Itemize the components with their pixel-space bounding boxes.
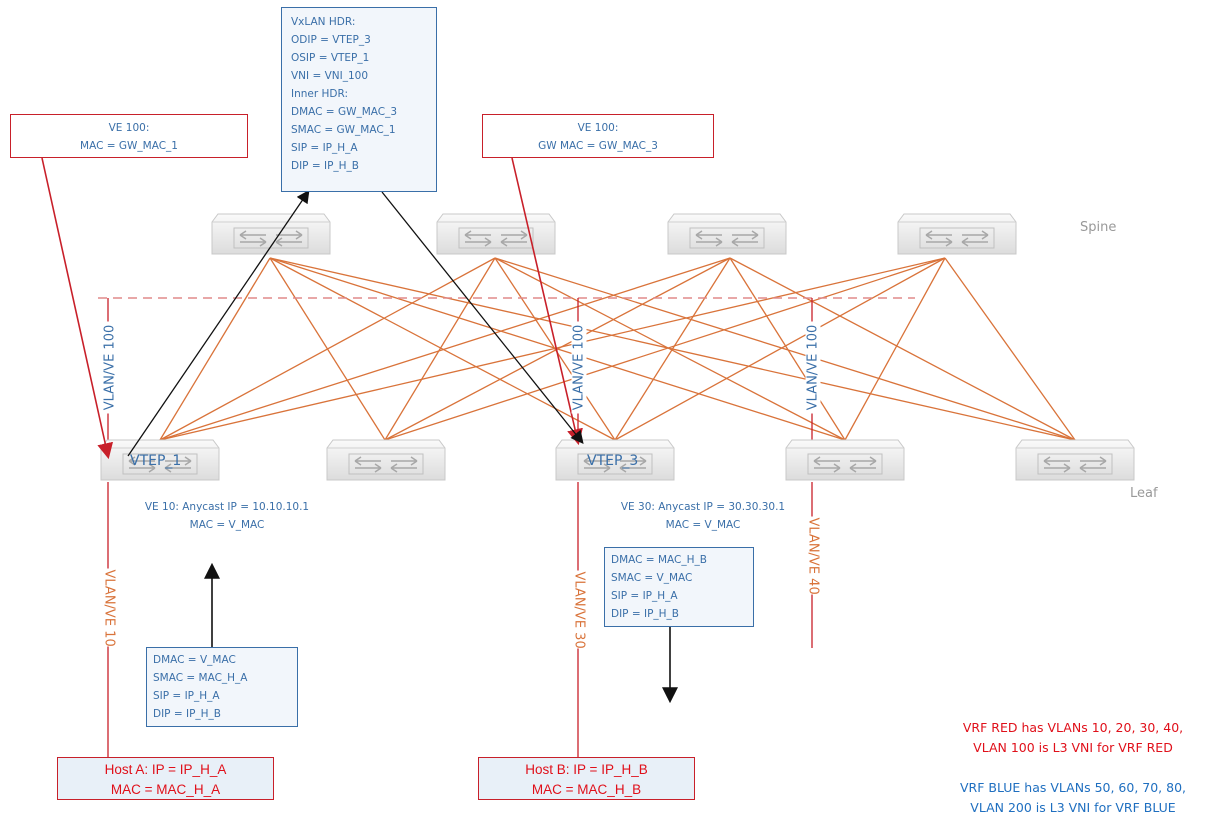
pkt-b-line: SMAC = V_MAC <box>611 572 693 584</box>
pkt-a-line: SIP = IP_H_A <box>153 690 220 702</box>
vlan-ve10-label: VLAN/VE 10 <box>101 568 117 647</box>
vlan-ve100-label-a: VLAN/VE 100 <box>102 321 118 414</box>
ve10-line1: VE 10: Anycast IP = 10.10.10.1 <box>144 501 310 513</box>
link <box>159 257 946 441</box>
spine-switch-4-icon <box>897 213 1017 255</box>
vxlan-line: SIP = IP_H_A <box>291 142 358 154</box>
vtep1-label: VTEP_1 <box>130 453 182 469</box>
host-a-ip: Host A: IP = IP_H_A <box>104 762 227 777</box>
ve10-anycast-label: VE 10: Anycast IP = 10.10.10.1 MAC = V_M… <box>122 498 332 534</box>
link <box>159 257 496 441</box>
vlan-ve40-label: VLAN/VE 40 <box>805 516 821 595</box>
ve10-line2: MAC = V_MAC <box>189 519 265 531</box>
ve100-right-line1: VE 100: <box>577 122 619 134</box>
spine-switch-1-icon <box>211 213 331 255</box>
host-a-mac: MAC = MAC_H_A <box>110 782 221 797</box>
leaf-switch-2-icon <box>326 439 446 481</box>
flow-down-arrow <box>381 191 584 445</box>
link <box>729 257 1076 441</box>
host-b-box: Host B: IP = IP_H_B MAC = MAC_H_B <box>478 757 695 800</box>
vxlan-line: SMAC = GW_MAC_1 <box>291 124 396 136</box>
vxlan-line: OSIP = VTEP_1 <box>291 52 370 64</box>
pkt-a-line: DIP = IP_H_B <box>153 708 222 720</box>
leaf-label: Leaf <box>1130 486 1158 501</box>
host-b-mac: MAC = MAC_H_B <box>531 782 642 797</box>
spine-switch-3-icon <box>667 213 787 255</box>
link <box>384 257 946 441</box>
link <box>844 257 946 441</box>
pkt-host-b-box: DMAC = MAC_H_B SMAC = V_MAC SIP = IP_H_A… <box>604 547 754 627</box>
vxlan-line: VNI = VNI_100 <box>291 70 369 82</box>
spine-label: Spine <box>1080 220 1117 235</box>
pkt-b-line: DIP = IP_H_B <box>611 608 680 620</box>
ve100-left-line1: VE 100: <box>108 122 150 134</box>
fabric-links <box>159 257 1076 441</box>
pkt-a-line: DMAC = V_MAC <box>153 654 236 666</box>
link <box>729 257 846 441</box>
vlan-ve30-label: VLAN/VE 30 <box>571 570 587 649</box>
ve100-left-box: VE 100: MAC = GW_MAC_1 <box>10 114 248 158</box>
ve30-line2: MAC = V_MAC <box>665 519 741 531</box>
vrf-red-line1: VRF RED has VLANs 10, 20, 30, 40, <box>962 720 1184 735</box>
vlan-ve100-label-c: VLAN/VE 100 <box>805 321 821 414</box>
pkt-a-line: SMAC = MAC_H_A <box>153 672 248 684</box>
link <box>494 257 846 441</box>
pkt-host-a-box: DMAC = V_MAC SMAC = MAC_H_A SIP = IP_H_A… <box>146 647 298 727</box>
ve100-left-arrow <box>41 157 114 460</box>
host-b-ip: Host B: IP = IP_H_B <box>525 762 648 777</box>
link <box>384 257 496 441</box>
spine-switch-2-icon <box>436 213 556 255</box>
link <box>269 257 616 441</box>
vxlan-line: ODIP = VTEP_3 <box>291 34 371 46</box>
vrf-blue-note: VRF BLUE has VLANs 50, 60, 70, 80, VLAN … <box>928 778 1218 818</box>
ve30-line1: VE 30: Anycast IP = 30.30.30.1 <box>620 501 786 513</box>
leaf-switch-4-icon <box>785 439 905 481</box>
pkt-b-line: DMAC = MAC_H_B <box>611 554 707 566</box>
ve100-right-line2: GW MAC = GW_MAC_3 <box>538 140 658 152</box>
leaf-switch-5-icon <box>1015 439 1135 481</box>
vrf-red-line2: VLAN 100 is L3 VNI for VRF RED <box>973 740 1173 755</box>
vrf-red-note: VRF RED has VLANs 10, 20, 30, 40, VLAN 1… <box>928 718 1218 758</box>
link <box>944 257 1076 441</box>
link <box>159 257 271 441</box>
ve100-right-box: VE 100: GW MAC = GW_MAC_3 <box>482 114 714 158</box>
vxlan-line: Inner HDR: <box>291 88 349 100</box>
pkt-b-line: SIP = IP_H_A <box>611 590 678 602</box>
link <box>159 257 731 441</box>
flow-up-arrow <box>127 189 310 457</box>
vxlan-header-box: VxLAN HDR: ODIP = VTEP_3 OSIP = VTEP_1 V… <box>281 7 437 192</box>
link <box>614 257 946 441</box>
link <box>614 257 731 441</box>
link <box>494 257 1076 441</box>
vxlan-line: VxLAN HDR: <box>291 16 356 28</box>
link <box>384 257 731 441</box>
ve30-anycast-label: VE 30: Anycast IP = 30.30.30.1 MAC = V_M… <box>598 498 808 534</box>
ve100-left-line2: MAC = GW_MAC_1 <box>80 140 178 152</box>
vrf-blue-line2: VLAN 200 is L3 VNI for VRF BLUE <box>970 800 1176 815</box>
vtep3-label: VTEP_3 <box>587 453 639 469</box>
vxlan-line: DIP = IP_H_B <box>291 160 360 172</box>
ve100-right-arrow <box>511 157 583 446</box>
vlan-ve100-label-b: VLAN/VE 100 <box>571 321 587 414</box>
host-a-box: Host A: IP = IP_H_A MAC = MAC_H_A <box>57 757 274 800</box>
vrf-blue-line1: VRF BLUE has VLANs 50, 60, 70, 80, <box>959 780 1187 795</box>
vxlan-line: DMAC = GW_MAC_3 <box>291 106 398 118</box>
